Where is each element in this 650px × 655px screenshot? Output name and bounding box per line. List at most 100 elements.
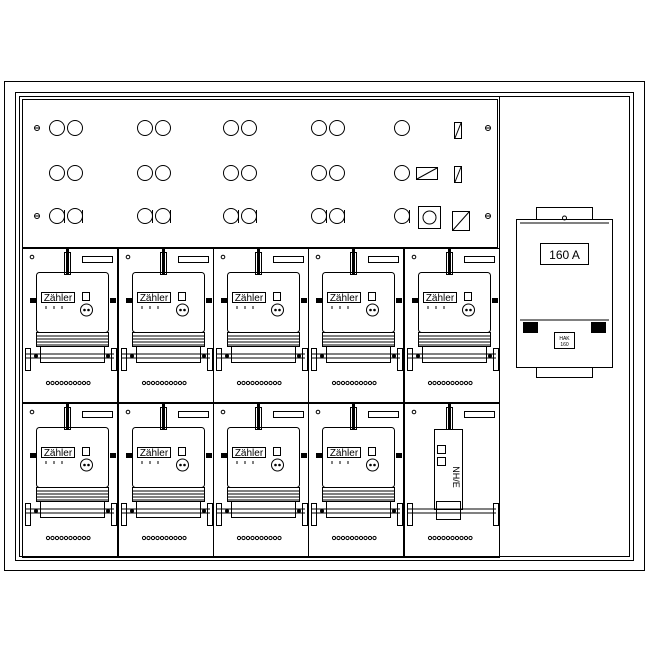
rail-bolt	[207, 348, 213, 371]
meter-display	[423, 292, 457, 303]
terminal-hole	[182, 535, 187, 541]
terminal-hole	[463, 380, 469, 386]
terminal-hole	[77, 535, 82, 541]
hak-type-tag-line2: 160	[560, 342, 569, 348]
hak-type-tag	[554, 332, 575, 349]
knockout-circle	[155, 208, 171, 224]
terminal-hole	[450, 535, 455, 541]
meter-rail-tab	[221, 453, 227, 458]
rail-screw	[392, 509, 396, 513]
knockout-circle	[223, 208, 239, 224]
meter-knob	[271, 303, 284, 317]
terminal-hole	[236, 380, 242, 386]
meter-rail-tab	[412, 298, 418, 303]
terminal-hole	[445, 380, 451, 386]
knockout-circle	[394, 120, 410, 136]
terminal-hole	[340, 380, 346, 386]
meter-rail-tab	[316, 298, 322, 303]
meter-knob-dot	[278, 463, 281, 467]
terminal-hole	[168, 380, 174, 386]
terminal-hole	[331, 535, 337, 541]
meter-label: Zähler	[44, 293, 73, 304]
rail-bolt	[111, 348, 117, 371]
meter-display	[137, 447, 171, 458]
knockout-circle	[137, 165, 153, 181]
rail-screw	[106, 509, 110, 513]
nh-indicator	[437, 457, 446, 466]
meter-hanger-pin	[352, 248, 355, 275]
meter-label: Zähler	[140, 448, 169, 459]
square-opening-diagonal	[452, 211, 470, 231]
meter-knob-dot	[183, 308, 186, 312]
meter-led	[178, 292, 186, 301]
meter-led	[82, 292, 90, 301]
meter-knob-dot	[274, 308, 277, 312]
meter-rail-tab	[110, 453, 116, 458]
terminal-hole	[59, 535, 64, 541]
meter-knob-dot	[369, 308, 372, 312]
rail-bolt	[302, 348, 308, 371]
terminal-hole	[72, 535, 78, 541]
hak-panel-frame	[499, 96, 630, 557]
terminal-hole	[436, 535, 442, 541]
nh-base	[436, 501, 461, 520]
meter-led	[82, 447, 90, 456]
field-label-strip	[368, 256, 399, 263]
rail-screw	[130, 509, 134, 513]
top-panel-plate	[22, 99, 498, 248]
knockout-circle	[49, 120, 65, 136]
rail-screw	[392, 354, 396, 358]
meter-display	[327, 292, 361, 303]
terminal-hole	[150, 380, 156, 386]
terminal-hole	[241, 380, 246, 386]
hak-top-clamp	[536, 207, 593, 220]
terminal-hole	[336, 380, 341, 386]
slot-diagonal	[454, 122, 462, 139]
field-screw	[315, 254, 321, 260]
terminal-hole	[454, 535, 460, 541]
terminal-hole	[50, 535, 55, 541]
terminal-hole	[54, 380, 60, 386]
rail-bolt	[25, 348, 31, 371]
terminal-hole	[367, 380, 373, 386]
meter-rail-tab	[396, 298, 402, 303]
terminal-hole	[372, 380, 377, 386]
top-panel	[22, 99, 498, 248]
meter-display	[137, 292, 171, 303]
knockout-circle	[49, 208, 65, 224]
knockout-circle	[137, 120, 153, 136]
hak-rating-label-box	[540, 243, 589, 265]
meter-hanger-pin	[66, 248, 69, 275]
rail-bolt	[493, 503, 499, 526]
hak-bottom-clamp	[536, 367, 593, 378]
meter-knob-dot	[369, 463, 372, 467]
terminal-hole	[250, 380, 255, 386]
meter-knob	[271, 458, 284, 472]
meter-knob	[80, 303, 93, 317]
rail-screw	[416, 354, 420, 358]
meter-rail-tab	[30, 298, 36, 303]
field-label-strip	[82, 256, 113, 263]
terminal-hole	[468, 535, 473, 541]
terminal-hole	[454, 380, 460, 386]
meter-knob-dot	[87, 463, 90, 467]
knockout-circle	[241, 120, 257, 136]
terminal-hole	[272, 535, 278, 541]
meter-knob-dot	[469, 308, 472, 312]
meter-knob-dot	[373, 463, 376, 467]
rail-screw	[106, 354, 110, 358]
rail-bolt	[407, 348, 413, 371]
cabinet-inner-frame	[15, 92, 634, 561]
rail-screw	[130, 354, 134, 358]
knockout-circle	[67, 120, 83, 136]
knockout-circle	[155, 165, 171, 181]
knockout-circle	[329, 208, 345, 224]
wide-slot-diagonal	[416, 167, 438, 180]
terminal-hole	[241, 535, 246, 541]
meter-label: Zähler	[330, 448, 359, 459]
terminal-hole	[358, 380, 364, 386]
meter-label: Zähler	[44, 448, 73, 459]
meter-hanger-pin	[448, 248, 451, 275]
meter-rail-tab	[126, 298, 132, 303]
